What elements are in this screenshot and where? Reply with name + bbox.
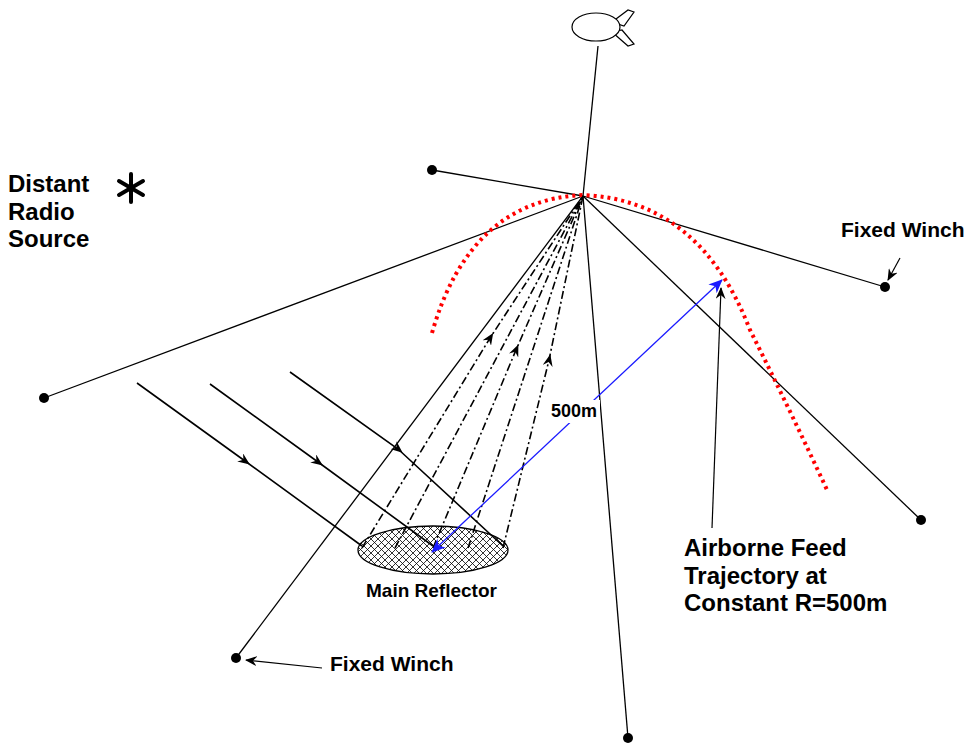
blimp bbox=[572, 10, 634, 46]
feed-trajectory bbox=[432, 195, 828, 492]
radius-dimension bbox=[432, 280, 722, 552]
radio-source-star bbox=[119, 174, 143, 202]
source-label: Distant Radio Source bbox=[8, 170, 118, 253]
winch-dot bbox=[39, 165, 926, 743]
reflected-ray bbox=[362, 196, 583, 548]
winch-label: Fixed Winch bbox=[841, 218, 966, 242]
main-reflector bbox=[358, 526, 508, 574]
winch-label: Fixed Winch bbox=[330, 652, 470, 676]
dimension-label: 500m bbox=[548, 400, 600, 423]
incoming-ray bbox=[137, 372, 503, 546]
reflector-label: Main Reflector bbox=[366, 580, 536, 602]
trajectory-label: Airborne Feed Trajectory at Constant R=5… bbox=[684, 534, 924, 617]
tether-line bbox=[44, 46, 921, 738]
